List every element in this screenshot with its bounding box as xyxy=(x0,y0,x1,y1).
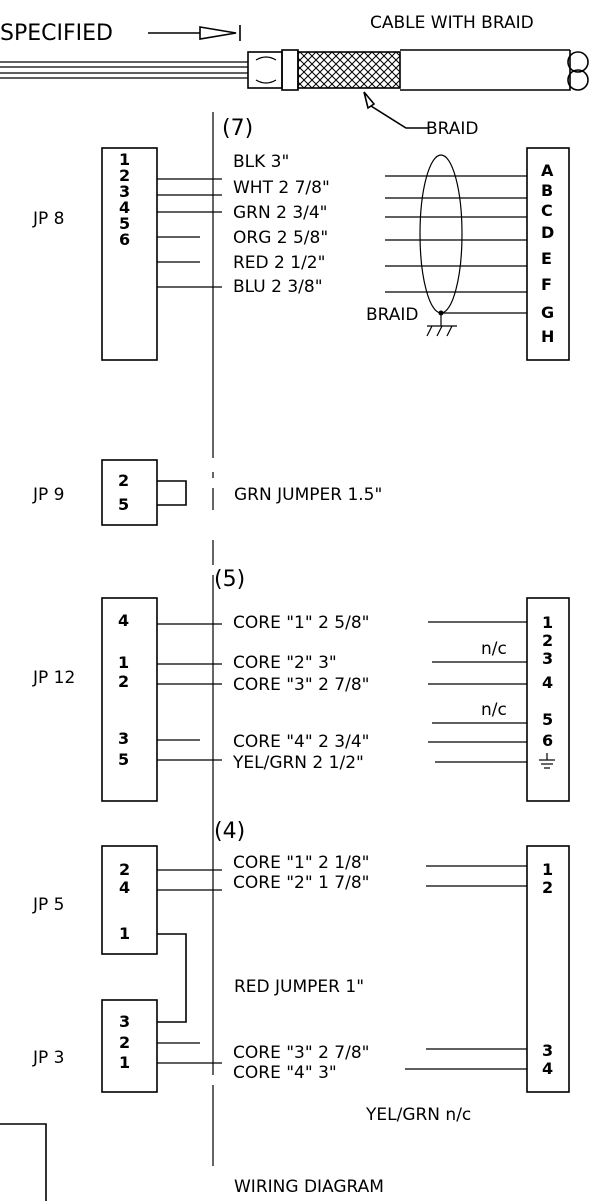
jp8-wire-label: BLK 3" xyxy=(233,152,289,172)
jp5-jp3-section: (4) JP 5 2 4 1 CORE "1" 2 1/8" CORE "2" … xyxy=(32,819,570,1125)
connector-4pin-pin: 3 xyxy=(542,1041,553,1060)
jp9-header xyxy=(101,459,158,526)
jp8-connector-pin: C xyxy=(541,201,553,220)
jp12-connector-pin: 5 xyxy=(542,710,553,729)
jp12-pin: 3 xyxy=(118,729,129,748)
jp8-wire-label: RED 2 1/2" xyxy=(233,253,325,273)
jp8-connector-pin: E xyxy=(541,249,552,268)
jp8-pin: 4 xyxy=(119,198,130,217)
jp5-header xyxy=(101,845,158,955)
cable-with-braid-text: CABLE WITH BRAID xyxy=(370,13,534,33)
jp9-pin: 2 xyxy=(118,471,129,490)
jp3-pin: 1 xyxy=(119,1053,130,1072)
jp9-pin: 5 xyxy=(118,495,129,514)
jp5-jp3-red-jumper xyxy=(157,933,187,1023)
jp12-section: (5) JP 12 4 1 2 3 5 CORE "1" 2 5/8" CORE… xyxy=(32,567,570,802)
jp5-pin: 2 xyxy=(119,860,130,879)
jp8-pin: 3 xyxy=(119,182,130,201)
specified-arrow-head xyxy=(199,25,241,41)
cable-end-loop xyxy=(567,69,589,91)
jp12-pin: 2 xyxy=(118,672,129,691)
jp12-nc-label: n/c xyxy=(481,639,507,659)
jp8-section: (7) JP 8 1 2 3 4 5 6 BLK 3" WHT 2 7/8" G… xyxy=(32,116,570,361)
jp12-connector-pin: 6 xyxy=(542,731,553,750)
cable-ferrule-detail xyxy=(255,56,277,84)
jp8-connector-pin: G xyxy=(541,303,554,322)
jp12-connector xyxy=(526,597,570,802)
jp12-wire-label: CORE "1" 2 5/8" xyxy=(233,613,369,633)
jp12-wire-label: CORE "4" 2 3/4" xyxy=(233,732,369,752)
ground-icon xyxy=(539,753,555,769)
jp12-group-number: (5) xyxy=(214,567,245,592)
jp8-connector-pin: A xyxy=(541,161,554,180)
jp8-connector xyxy=(526,147,570,361)
specified-text: SPECIFIED xyxy=(0,21,113,46)
jp8-pin: 1 xyxy=(119,150,130,169)
cable-assembly: SPECIFIED CABLE WITH BRAID BRAID xyxy=(0,13,589,139)
diagram-title: WIRING DIAGRAM xyxy=(234,1177,384,1197)
jp12-connector-pin: 3 xyxy=(542,649,553,668)
jp12-connector-pin: 4 xyxy=(542,673,553,692)
jp3-header xyxy=(101,999,158,1093)
jp12-nc-label: n/c xyxy=(481,700,507,720)
jp12-wire-label: CORE "2" 3" xyxy=(233,653,337,673)
jp12-wire-label: YEL/GRN 2 1/2" xyxy=(232,753,364,773)
jp9-label: JP 9 xyxy=(32,485,65,505)
braid-leader-arrow xyxy=(363,91,376,110)
jp8-pin: 6 xyxy=(119,230,130,249)
connector-4pin-pin: 1 xyxy=(542,860,553,879)
jp8-braid-shield xyxy=(419,154,463,314)
jp8-connector-pin: B xyxy=(541,181,553,200)
jp5-pin: 1 xyxy=(119,924,130,943)
jp8-wire-label: ORG 2 5/8" xyxy=(233,228,328,248)
jp12-connector-pin: 2 xyxy=(542,631,553,650)
cable-braid xyxy=(297,51,401,89)
title-block-frame xyxy=(0,1123,47,1201)
jp12-pin: 1 xyxy=(118,653,129,672)
jp9-section: JP 9 2 5 GRN JUMPER 1.5" xyxy=(32,459,382,526)
jp12-connector-pin: 1 xyxy=(542,613,553,632)
cable-collar xyxy=(281,49,299,91)
jp12-label: JP 12 xyxy=(32,668,75,688)
jp8-wire-label: GRN 2 3/4" xyxy=(233,203,328,223)
jp5-group-number: (4) xyxy=(214,819,245,844)
jp8-label: JP 8 xyxy=(32,209,65,229)
jp8-braid-label: BRAID xyxy=(366,305,419,325)
jp5-label: JP 5 xyxy=(32,895,65,915)
jp8-pin: 5 xyxy=(119,214,130,233)
connector-4pin xyxy=(526,845,570,1093)
braid-top-label: BRAID xyxy=(426,119,479,139)
jp9-jumper xyxy=(157,480,187,506)
connector-4pin-pin: 2 xyxy=(542,878,553,897)
jp8-header xyxy=(101,147,158,361)
cable-end-loop xyxy=(567,51,589,73)
cable-jacket xyxy=(400,49,571,91)
jp3-pin: 3 xyxy=(119,1012,130,1031)
jp8-wire-label: BLU 2 3/8" xyxy=(233,277,323,297)
jp8-pin: 2 xyxy=(119,166,130,185)
jp8-group-number: (7) xyxy=(222,116,253,141)
connector-4pin-pin: 4 xyxy=(542,1059,553,1078)
jp3-pin: 2 xyxy=(119,1033,130,1052)
jp9-jumper-label: GRN JUMPER 1.5" xyxy=(234,485,382,505)
chassis-ground-icon xyxy=(426,313,457,337)
jp12-header xyxy=(101,597,158,802)
jp5-pin: 4 xyxy=(119,878,130,897)
braid-leader-line xyxy=(370,105,428,129)
red-jumper-label: RED JUMPER 1" xyxy=(234,977,364,997)
jp3-wire-label: CORE "3" 2 7/8" xyxy=(233,1043,369,1063)
jp8-wire-label: WHT 2 7/8" xyxy=(233,178,330,198)
jp12-pin: 4 xyxy=(118,611,129,630)
jp3-wire-label: CORE "4" 3" xyxy=(233,1063,337,1083)
jp8-connector-pin: H xyxy=(541,327,554,346)
jp12-pin: 5 xyxy=(118,750,129,769)
jp3-label: JP 3 xyxy=(32,1048,65,1068)
jp5-wire-label: CORE "2" 1 7/8" xyxy=(233,873,369,893)
jp5-wire-label: CORE "1" 2 1/8" xyxy=(233,853,369,873)
jp8-connector-pin: D xyxy=(541,223,554,242)
yel-grn-nc-label: YEL/GRN n/c xyxy=(365,1105,471,1125)
jp8-connector-pin: F xyxy=(541,275,552,294)
jp12-wire-label: CORE "3" 2 7/8" xyxy=(233,675,369,695)
